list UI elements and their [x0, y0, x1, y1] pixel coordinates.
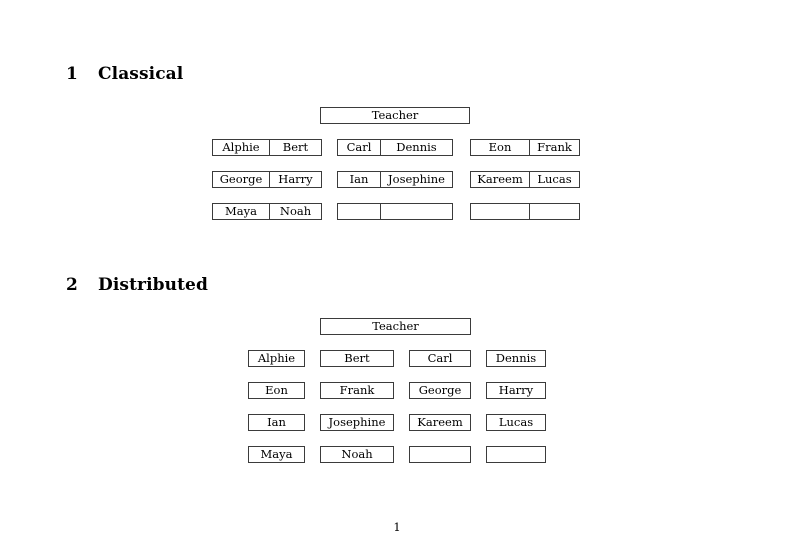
pair-cell: Noah [269, 204, 321, 219]
pair-cell: Ian [349, 172, 369, 186]
person-box [409, 446, 471, 463]
page-number: 1 [393, 520, 401, 534]
pair-cell: Maya [225, 204, 257, 218]
person-box: Eon [248, 382, 305, 399]
teacher-box-classical: Teacher [320, 107, 470, 124]
section-heading-classical: 1 Classical [66, 64, 183, 84]
pair-group: Carl Dennis [337, 139, 453, 156]
pair-group [337, 203, 453, 220]
pair-group: Ian Josephine [337, 171, 453, 188]
pair-cell: Josephine [380, 172, 452, 187]
pair-cell: Dennis [380, 140, 452, 155]
section-number: 2 [66, 275, 78, 295]
pair-group: Kareem Lucas [470, 171, 580, 188]
pair-cell: Alphie [222, 140, 260, 154]
person-box: Carl [409, 350, 471, 367]
pair-cell: George [219, 172, 263, 186]
pair-cell: Eon [488, 140, 512, 154]
teacher-box-distributed: Teacher [320, 318, 471, 335]
pair-group: Alphie Bert [212, 139, 322, 156]
pair-cell: Frank [529, 140, 579, 155]
section-title: Classical [98, 64, 184, 84]
person-box: Lucas [486, 414, 546, 431]
pair-cell: Bert [269, 140, 321, 155]
pair-cell: Lucas [529, 172, 579, 187]
person-box: George [409, 382, 471, 399]
pair-cell: Harry [269, 172, 321, 187]
pair-cell [529, 204, 579, 219]
person-box: Ian [248, 414, 305, 431]
pair-group [470, 203, 580, 220]
person-box: Frank [320, 382, 394, 399]
person-box: Maya [248, 446, 305, 463]
pair-group: Eon Frank [470, 139, 580, 156]
person-box: Harry [486, 382, 546, 399]
pair-cell [380, 204, 452, 219]
person-box: Dennis [486, 350, 546, 367]
person-box: Noah [320, 446, 394, 463]
section-title: Distributed [98, 275, 208, 295]
section-number: 1 [66, 64, 78, 84]
person-box: Josephine [320, 414, 394, 431]
person-box: Kareem [409, 414, 471, 431]
pair-group: Maya Noah [212, 203, 322, 220]
person-box [486, 446, 546, 463]
pair-cell: Kareem [477, 172, 523, 186]
pair-group: George Harry [212, 171, 322, 188]
section-heading-distributed: 2 Distributed [66, 275, 208, 295]
pair-cell: Carl [346, 140, 372, 154]
person-box: Alphie [248, 350, 305, 367]
pair-cell [338, 204, 380, 219]
pair-cell [471, 204, 529, 219]
person-box: Bert [320, 350, 394, 367]
